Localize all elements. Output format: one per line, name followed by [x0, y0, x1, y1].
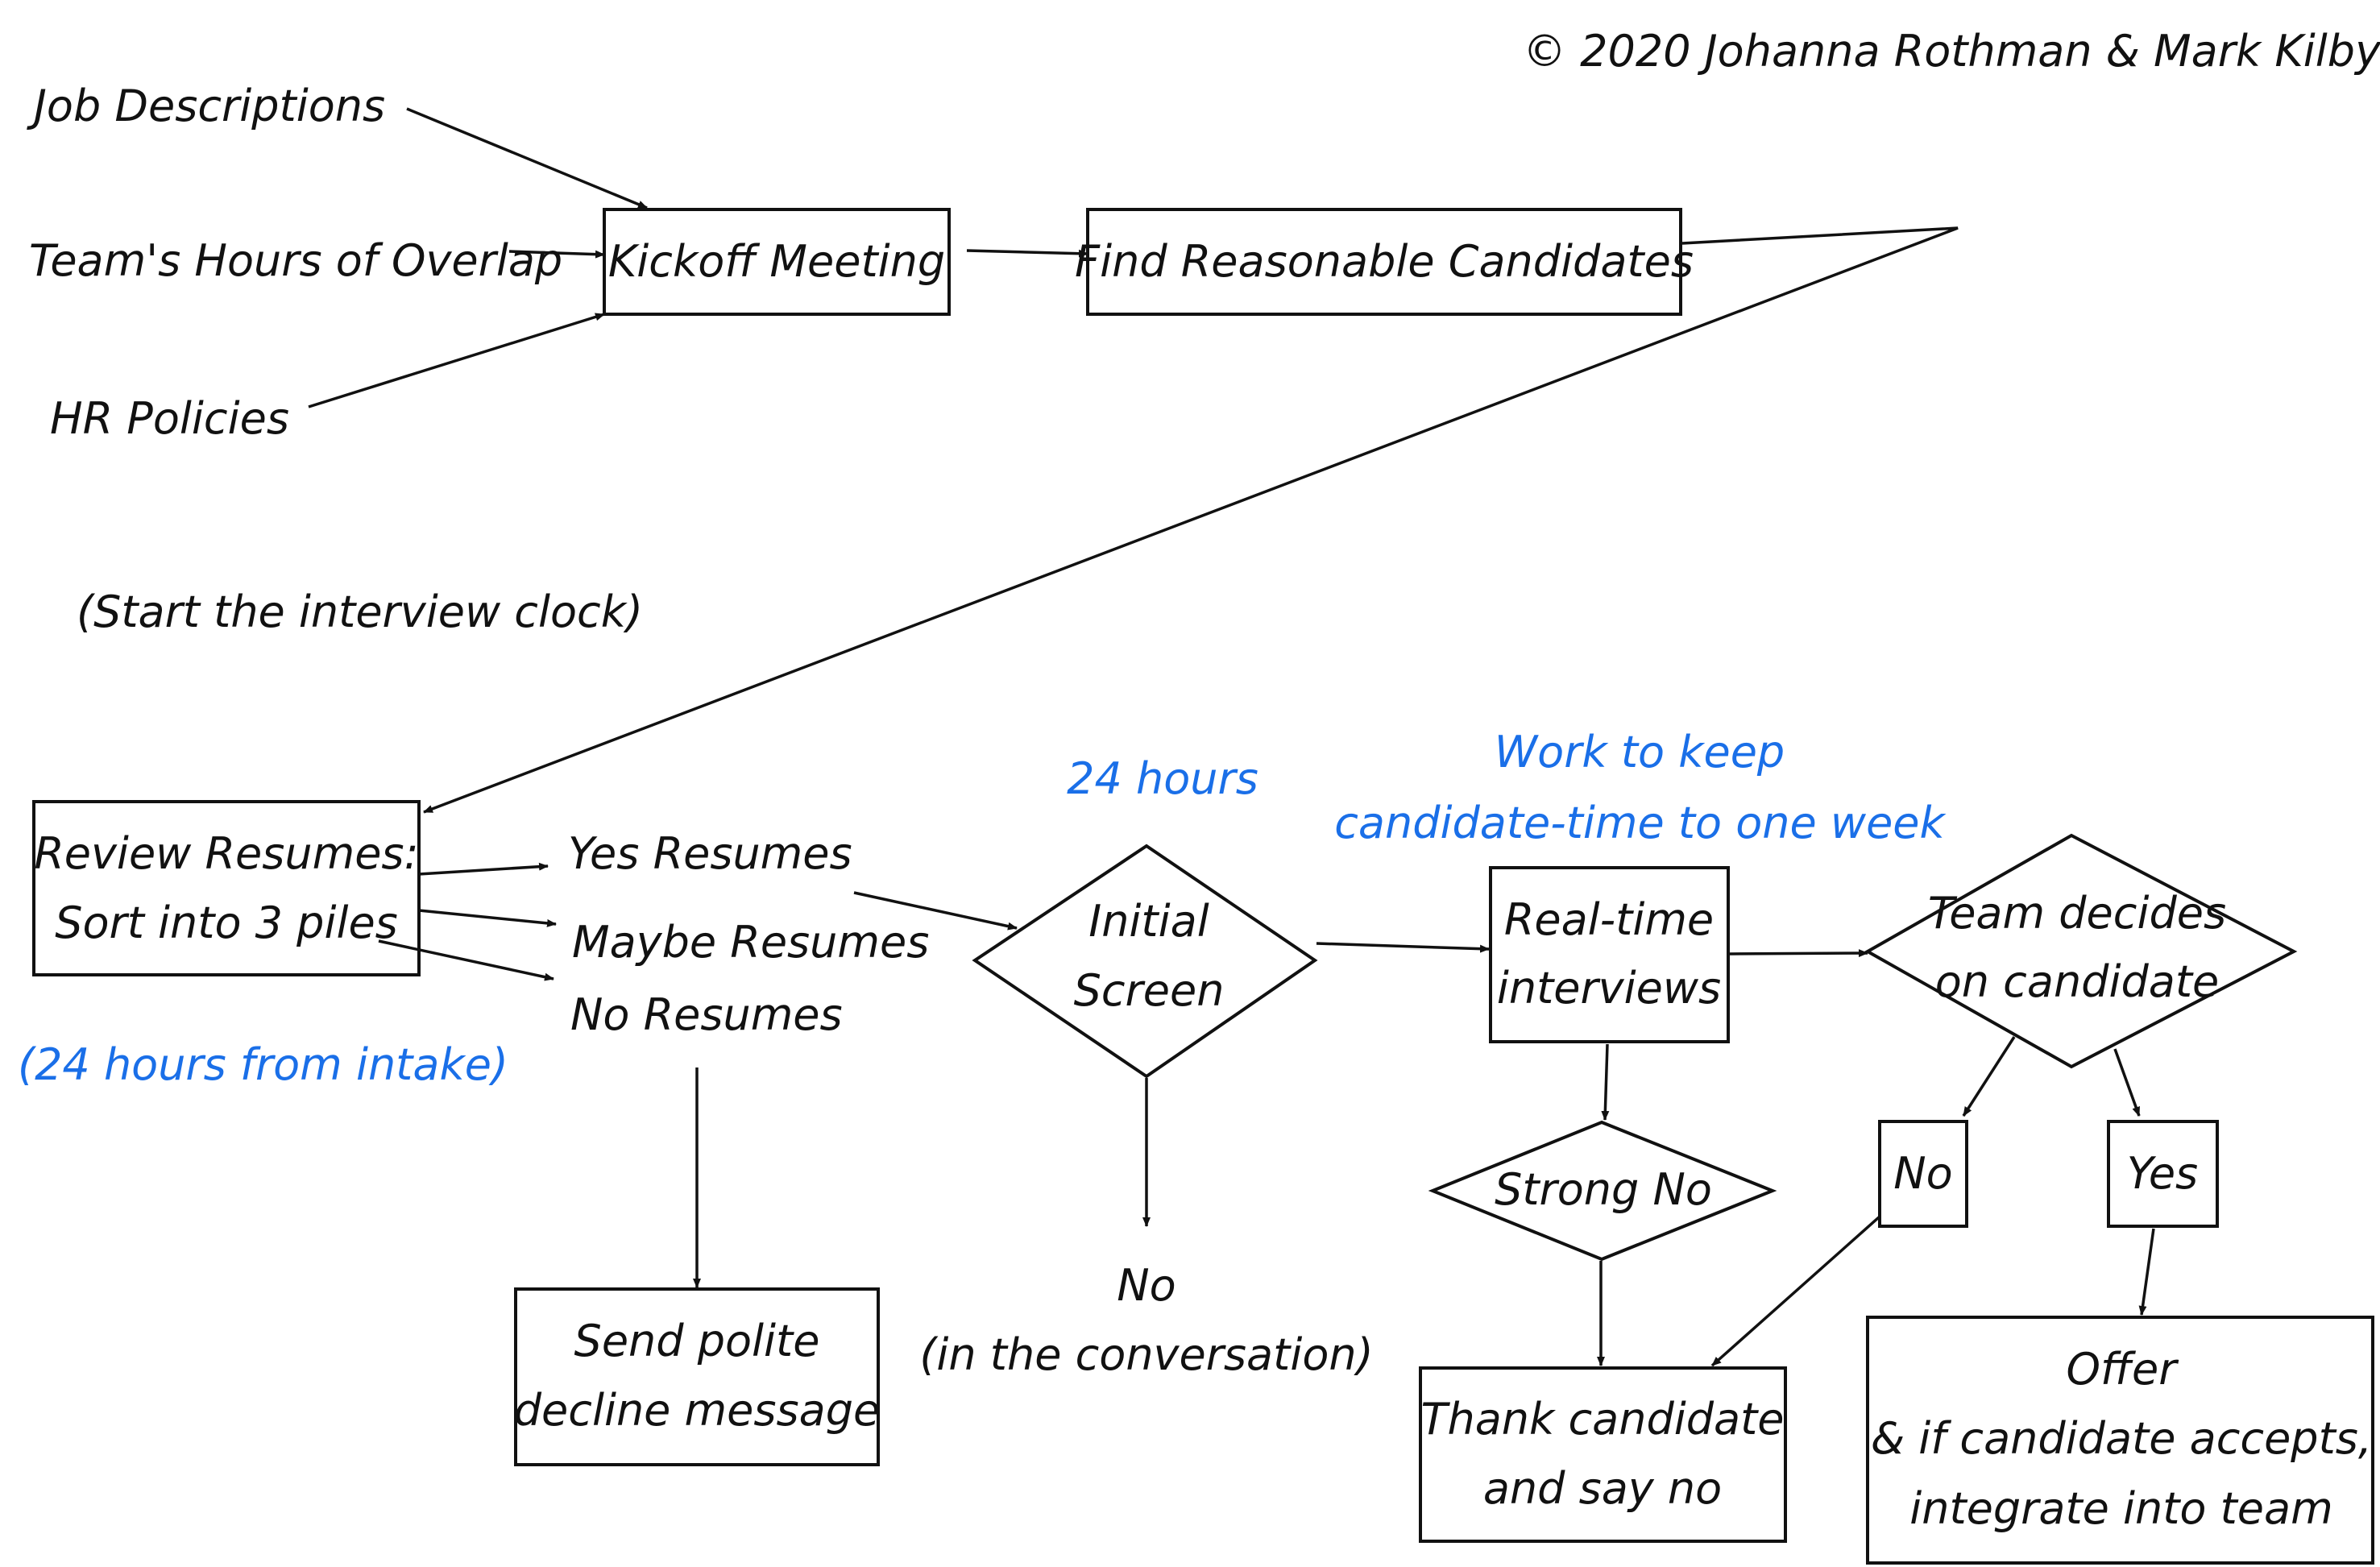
thank-candidate-box — [1419, 1366, 1787, 1543]
thank-line2: and say no — [1483, 1463, 1722, 1514]
kickoff-meeting-label: Kickoff Meeting — [608, 236, 945, 287]
arrow-to-maybe — [418, 909, 557, 927]
screen-no-line2: (in the conversation) — [919, 1329, 1373, 1380]
decision-yes-label: Yes — [2127, 1148, 2198, 1199]
strong-no-diamond — [1428, 1120, 1777, 1262]
start-clock-note: (Start the interview clock) — [77, 587, 643, 637]
review-line1: Review Resumes: — [34, 828, 419, 879]
initial-screen-diamond — [972, 844, 1318, 1079]
team-decides-line2: on candidate — [1935, 956, 2219, 1007]
thank-line1: Thank candidate — [1420, 1394, 1784, 1445]
week-note-line1: Work to keep — [1495, 727, 1785, 777]
arrow-find-to-review — [423, 226, 1959, 814]
offer-line1: Offer — [2067, 1344, 2179, 1395]
offer-line2: & if candidate accepts, — [1871, 1413, 2372, 1464]
review-line2: Sort into 3 piles — [55, 898, 398, 948]
arrow-to-yes — [418, 862, 549, 876]
decline-box — [514, 1287, 880, 1466]
copyright-text: © 2020 Johanna Rothman & Mark Kilby — [1523, 26, 2380, 77]
no-resumes-label: No Resumes — [570, 989, 843, 1040]
offer-box — [1866, 1316, 2374, 1565]
arrow-screen-to-interviews — [1316, 942, 1490, 953]
yes-resumes-label: Yes Resumes — [568, 828, 852, 879]
screen-no-line1: No — [1117, 1260, 1175, 1311]
job-descriptions-label: Job Descriptions — [27, 81, 385, 131]
hr-policies-label: HR Policies — [50, 393, 289, 444]
week-note-line2: candidate-time to one week — [1334, 798, 1947, 848]
arrow-overlap-to-kickoff — [508, 250, 605, 259]
offer-line3: integrate into team — [1909, 1483, 2332, 1534]
decline-line2: decline message — [514, 1385, 881, 1436]
find-candidates-label: Find Reasonable Candidates — [1075, 236, 1694, 287]
arrow-interviews-to-team — [1729, 949, 1868, 958]
arrow-hr-to-kickoff — [308, 313, 605, 408]
decision-yes-box — [2107, 1120, 2219, 1228]
arrow-team-to-no — [1962, 1036, 2016, 1117]
screen-line1: Initial — [1088, 896, 1209, 947]
screen-time-note: 24 hours — [1067, 753, 1258, 804]
arrow-interviews-to-strong-no — [1601, 1043, 1610, 1121]
review-resumes-box — [32, 800, 421, 976]
arrow-team-to-yes — [2113, 1048, 2141, 1117]
interviews-line2: interviews — [1497, 963, 1721, 1014]
arrow-job-to-kickoff — [406, 107, 648, 209]
review-time-note: (24 hours from intake) — [18, 1039, 508, 1090]
team-decides-diamond — [1864, 833, 2298, 1069]
arrow-to-no — [378, 939, 554, 981]
screen-line2: Screen — [1074, 965, 1225, 1016]
arrow-kickoff-to-find — [966, 249, 1088, 258]
interviews-line1: Real-time — [1504, 894, 1714, 945]
find-candidates-box — [1086, 208, 1682, 316]
arrow-decision-yes-to-offer — [2138, 1228, 2155, 1316]
interviews-box — [1489, 866, 1730, 1043]
decision-no-box — [1878, 1120, 1968, 1228]
decline-line1: Send polite — [574, 1316, 820, 1366]
decision-no-label: No — [1893, 1148, 1952, 1199]
maybe-resumes-label: Maybe Resumes — [572, 917, 929, 968]
team-overlap-label: Team's Hours of Overlap — [29, 235, 562, 286]
kickoff-meeting-box — [603, 208, 951, 316]
team-decides-line1: Team decides — [1928, 888, 2226, 939]
strong-no-label: Strong No — [1495, 1164, 1712, 1215]
arrow-decision-no-to-thank — [1710, 1215, 1881, 1367]
arrow-yes-to-screen — [853, 891, 1018, 931]
